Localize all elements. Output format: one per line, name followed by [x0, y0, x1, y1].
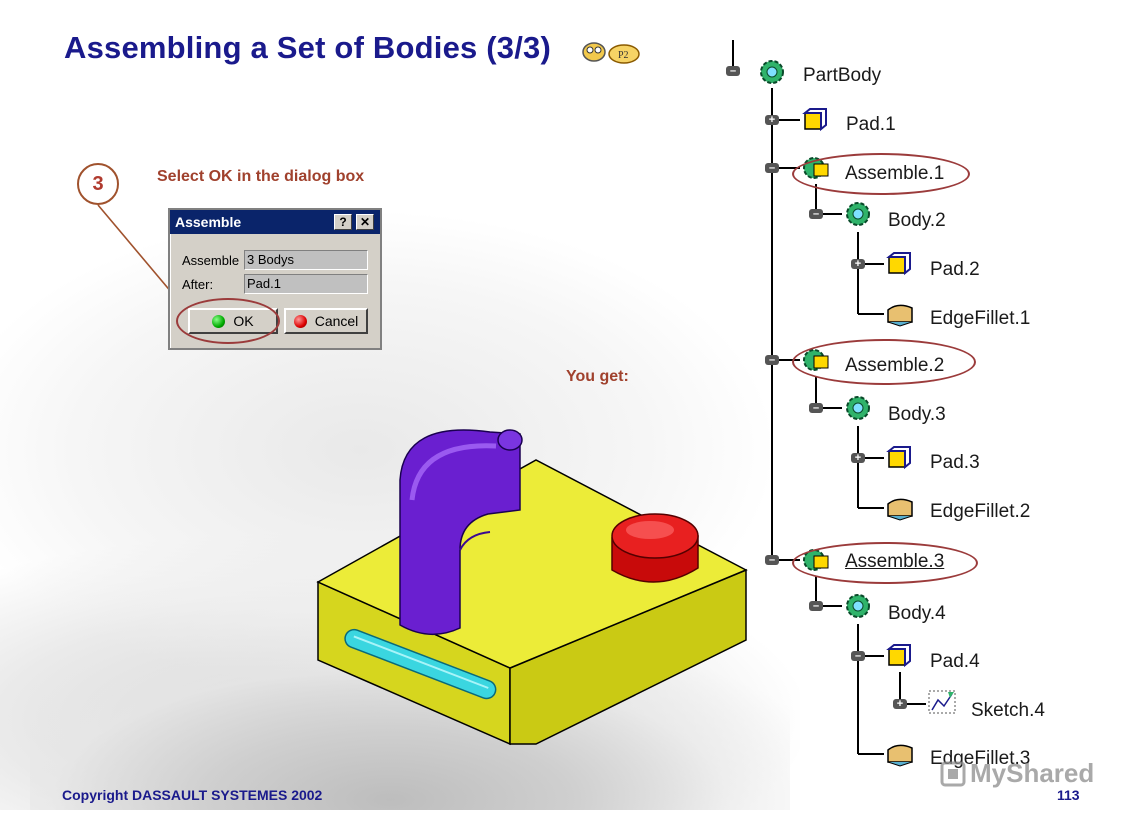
close-button[interactable]: ✕: [356, 214, 374, 230]
cancel-label: Cancel: [314, 313, 359, 329]
instruction-text: Select OK in the dialog box: [157, 168, 365, 185]
slide-title: Assembling a Set of Bodies (3/3): [64, 30, 552, 65]
body2-gear-icon[interactable]: [842, 200, 874, 228]
result-caption: You get:: [566, 368, 629, 385]
tree-node-sketch4[interactable]: Sketch.4: [971, 700, 1045, 721]
watermark-text: MyShared: [970, 758, 1095, 788]
dialog-title: Assemble: [175, 214, 242, 230]
collapse-assemble1-toggle[interactable]: –: [765, 163, 779, 174]
edge-fillet2-icon[interactable]: [884, 494, 916, 522]
tree-node-pad4[interactable]: Pad.4: [930, 651, 980, 672]
pad1-icon[interactable]: [800, 106, 832, 134]
watermark: MyShared: [940, 758, 1094, 789]
collapse-partbody-toggle[interactable]: –: [726, 66, 740, 77]
ok-highlight-ellipse: [176, 298, 280, 344]
tree-node-edgefillet1[interactable]: EdgeFillet.1: [930, 308, 1031, 329]
body4-gear-icon[interactable]: [842, 592, 874, 620]
sticker-label: P2: [618, 50, 629, 61]
pad3-icon[interactable]: [884, 444, 916, 472]
sketch4-icon[interactable]: [926, 688, 958, 716]
partbody-gear-icon[interactable]: [756, 58, 788, 86]
tree-node-partbody[interactable]: PartBody: [803, 65, 882, 86]
watermark-logo-icon: [940, 761, 966, 786]
pad4-icon[interactable]: [884, 642, 916, 670]
tree-node-body4[interactable]: Body.4: [888, 603, 946, 624]
collapse-body4-toggle[interactable]: –: [809, 601, 823, 612]
tree-node-pad2[interactable]: Pad.2: [930, 259, 980, 280]
dialog-titlebar: Assemble ? ✕: [170, 210, 380, 234]
tree-node-pad1[interactable]: Pad.1: [846, 114, 896, 135]
tree-node-body2[interactable]: Body.2: [888, 210, 946, 231]
assemble2-highlight-ellipse: [792, 339, 976, 385]
assembled-part-3d-model: [316, 429, 748, 746]
p2-sticker-icon: P2: [582, 42, 640, 64]
expand-pad2-toggle[interactable]: +: [851, 259, 865, 270]
body3-gear-icon[interactable]: [842, 394, 874, 422]
cancel-button[interactable]: Cancel: [284, 308, 368, 334]
expand-pad1-toggle[interactable]: +: [765, 115, 779, 126]
red-dot-icon: [293, 314, 307, 328]
assemble1-highlight-ellipse: [792, 153, 970, 195]
collapse-assemble2-toggle[interactable]: –: [765, 355, 779, 366]
help-button[interactable]: ?: [334, 214, 352, 230]
page-number: 113: [1057, 787, 1080, 803]
step-number-badge: 3: [77, 163, 119, 205]
expand-pad3-toggle[interactable]: +: [851, 453, 865, 464]
assemble3-highlight-ellipse: [792, 542, 978, 584]
tree-node-edgefillet2[interactable]: EdgeFillet.2: [930, 501, 1031, 522]
tree-node-pad3[interactable]: Pad.3: [930, 452, 980, 473]
collapse-body3-toggle[interactable]: –: [809, 403, 823, 414]
collapse-assemble3-toggle[interactable]: –: [765, 555, 779, 566]
expand-sketch4-toggle[interactable]: +: [893, 699, 907, 710]
tree-node-body3[interactable]: Body.3: [888, 404, 946, 425]
after-label: After:: [182, 277, 214, 292]
assemble-field[interactable]: 3 Bodys: [244, 250, 368, 270]
edge-fillet3-icon[interactable]: [884, 740, 916, 768]
pad2-icon[interactable]: [884, 250, 916, 278]
footer-copyright: Copyright DASSAULT SYSTEMES 2002: [62, 787, 323, 803]
collapse-pad4-toggle[interactable]: –: [851, 651, 865, 662]
edge-fillet1-icon[interactable]: [884, 300, 916, 328]
after-field[interactable]: Pad.1: [244, 274, 368, 294]
collapse-body2-toggle[interactable]: –: [809, 209, 823, 220]
assemble-label: Assemble: [182, 253, 240, 268]
